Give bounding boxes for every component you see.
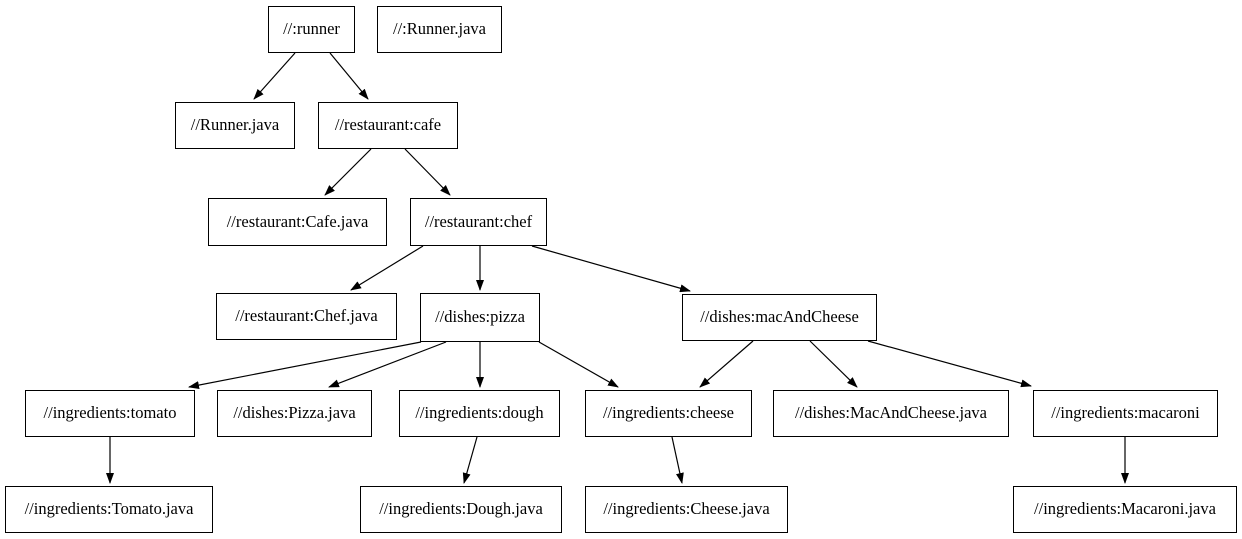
edge-mac-and-cheese-to-macaroni bbox=[867, 340, 1032, 388]
graph-node-label: //restaurant:Cafe.java bbox=[226, 211, 369, 231]
graph-node-label: //ingredients:Cheese.java bbox=[603, 499, 770, 519]
graph-node-label: //restaurant:chef bbox=[424, 211, 533, 231]
graph-node-label: //restaurant:cafe bbox=[334, 115, 442, 135]
graph-node-pizza-java: //dishes:Pizza.java bbox=[217, 390, 372, 437]
edge-mac-and-cheese-to-mac-and-cheese-java bbox=[809, 340, 858, 388]
graph-node-runner-java: //Runner.java bbox=[175, 102, 295, 149]
graph-node-label: //dishes:pizza bbox=[435, 307, 525, 327]
edge-pizza-to-tomato bbox=[188, 341, 422, 390]
graph-node-mac-and-cheese-java: //dishes:MacAndCheese.java bbox=[773, 390, 1009, 437]
graph-node-cheese-java: //ingredients:Cheese.java bbox=[585, 486, 788, 533]
edge-mac-and-cheese-to-cheese bbox=[699, 340, 754, 388]
graph-node-mac-and-cheese: //dishes:macAndCheese bbox=[682, 294, 877, 341]
graph-node-dough-java: //ingredients:Dough.java bbox=[360, 486, 562, 533]
graph-node-label: //ingredients:Macaroni.java bbox=[1034, 499, 1216, 519]
edge-dough-to-dough-java bbox=[462, 436, 478, 484]
graph-node-label: //ingredients:dough bbox=[415, 403, 544, 423]
edge-cheese-to-cheese-java bbox=[671, 436, 684, 484]
graph-node-cafe: //restaurant:cafe bbox=[318, 102, 458, 149]
graph-node-runner: //:runner bbox=[268, 6, 355, 53]
graph-node-tomato-java: //ingredients:Tomato.java bbox=[5, 486, 213, 533]
edge-cafe-to-chef bbox=[404, 148, 451, 196]
edge-pizza-to-pizza-java bbox=[328, 341, 447, 388]
graph-node-label: //ingredients:Dough.java bbox=[379, 499, 543, 519]
edge-pizza-to-cheese bbox=[538, 341, 619, 388]
graph-node-macaroni: //ingredients:macaroni bbox=[1033, 390, 1218, 437]
graph-node-chef: //restaurant:chef bbox=[410, 198, 547, 246]
graph-node-label: //ingredients:Tomato.java bbox=[24, 499, 194, 519]
edge-runner-to-cafe bbox=[329, 52, 369, 100]
graph-node-label: //ingredients:tomato bbox=[43, 403, 177, 423]
graph-node-label: //dishes:macAndCheese bbox=[700, 307, 859, 327]
edge-chef-to-mac-and-cheese bbox=[531, 245, 691, 293]
graph-node-label: //:Runner.java bbox=[392, 19, 487, 39]
graph-node-label: //Runner.java bbox=[190, 115, 280, 135]
graph-node-macaroni-java: //ingredients:Macaroni.java bbox=[1013, 486, 1237, 533]
graph-node-cafe-java: //restaurant:Cafe.java bbox=[208, 198, 387, 246]
graph-node-label: //ingredients:cheese bbox=[602, 403, 735, 423]
graph-node-tomato: //ingredients:tomato bbox=[25, 390, 195, 437]
graph-node-label: //dishes:Pizza.java bbox=[233, 403, 356, 423]
graph-node-label: //restaurant:Chef.java bbox=[235, 306, 378, 326]
edge-chef-to-chef-java bbox=[350, 245, 424, 291]
graph-node-dough: //ingredients:dough bbox=[399, 390, 560, 437]
edge-cafe-to-cafe-java bbox=[324, 148, 372, 196]
edge-runner-to-runner-java bbox=[253, 52, 296, 100]
graph-node-cheese: //ingredients:cheese bbox=[585, 390, 752, 437]
graph-node-pizza: //dishes:pizza bbox=[420, 293, 540, 342]
graph-node-label: //:runner bbox=[283, 19, 340, 39]
graph-node-label: //dishes:MacAndCheese.java bbox=[795, 403, 987, 423]
graph-node-runner-java-file: //:Runner.java bbox=[377, 6, 502, 53]
graph-node-label: //ingredients:macaroni bbox=[1051, 403, 1200, 423]
graph-node-chef-java: //restaurant:Chef.java bbox=[216, 293, 397, 340]
